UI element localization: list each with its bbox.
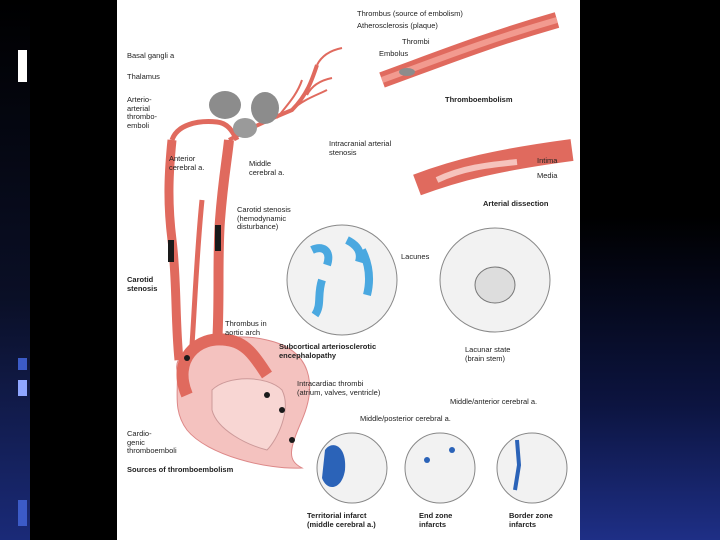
label-atherosclerosis: Atherosclerosis (plaque) [357,22,438,31]
label-lacunes: Lacunes [401,253,429,262]
label-thalamus: Thalamus [127,73,160,82]
endzone-infarct-1 [424,457,430,463]
figure-panel: Basal gangli a Thalamus Arterio- arteria… [117,0,580,540]
brain-slice-borderzone [497,433,567,503]
aortic-thrombus [184,355,190,361]
label-sources: Sources of thromboembolism [127,466,233,475]
label-thrombus-source: Thrombus (source of embolism) [357,10,463,19]
label-anterior-cerebral: Anterior cerebral a. [169,155,204,172]
embolus-shape [399,68,415,76]
label-arterio-arterial: Arterio- arterial thrombo- emboli [127,96,157,131]
label-middle-anterior: Middle/anterior cerebral a. [450,398,537,407]
vertebral-artery [192,200,202,345]
thalamus-shape [251,92,279,124]
medical-illustration [117,0,580,540]
right-decor-strip [580,0,720,540]
label-intima: Intima [537,157,557,166]
label-middle-posterior: Middle/posterior cerebral a. [360,415,451,424]
label-carotid-stenosis: Carotid stenosis [127,276,157,293]
intracardiac-thrombus-1 [264,392,270,398]
label-media: Media [537,172,557,181]
label-territorial: Territorial infarct (middle cerebral a.) [307,512,376,529]
left-bar-mark-low [18,380,27,396]
label-thrombus-aortic: Thrombus in aortic arch [225,320,267,337]
intracardiac-thrombus-2 [279,407,285,413]
label-intracranial-stenosis: Intracranial arterial stenosis [329,140,391,157]
brain-slice-subcortical [287,225,397,335]
label-thromboembolism: Thromboembolism [445,96,513,105]
left-bar-mark-top [18,50,27,82]
endzone-infarct-2 [449,447,455,453]
label-middle-cerebral: Middle cerebral a. [249,160,284,177]
anterior-cerebral-artery [172,122,237,140]
label-carotid-stenosis-hemo: Carotid stenosis (hemodynamic disturbanc… [237,206,291,232]
label-subcortical: Subcortical arteriosclerotic encephalopa… [279,343,376,360]
label-embolus: Embolus [379,50,408,59]
brain-slice-endzone [405,433,475,503]
label-arterial-dissection: Arterial dissection [483,200,548,209]
intracardiac-thrombus-3 [289,437,295,443]
basal-ganglia-shape [209,91,241,119]
carotid-stenosis-thrombus-right [215,225,221,251]
thalamus-shape-2 [233,118,257,138]
left-bar-mark-bottom [18,500,27,526]
label-intracardiac: Intracardiac thrombi (atrium, valves, ve… [297,380,380,397]
carotid-stenosis-thrombus-left [168,240,174,262]
label-border-zone: Border zone infarcts [509,512,553,529]
label-thrombi: Thrombi [402,38,430,47]
label-cardiogenic: Cardio- genic thromboemboli [127,430,177,456]
label-lacunar-state: Lacunar state (brain stem) [465,346,510,363]
left-bar-mark-mid [18,358,27,370]
label-end-zone: End zone infarcts [419,512,452,529]
brainstem-shape [475,267,515,303]
label-basal-ganglia: Basal gangli a [127,52,174,61]
